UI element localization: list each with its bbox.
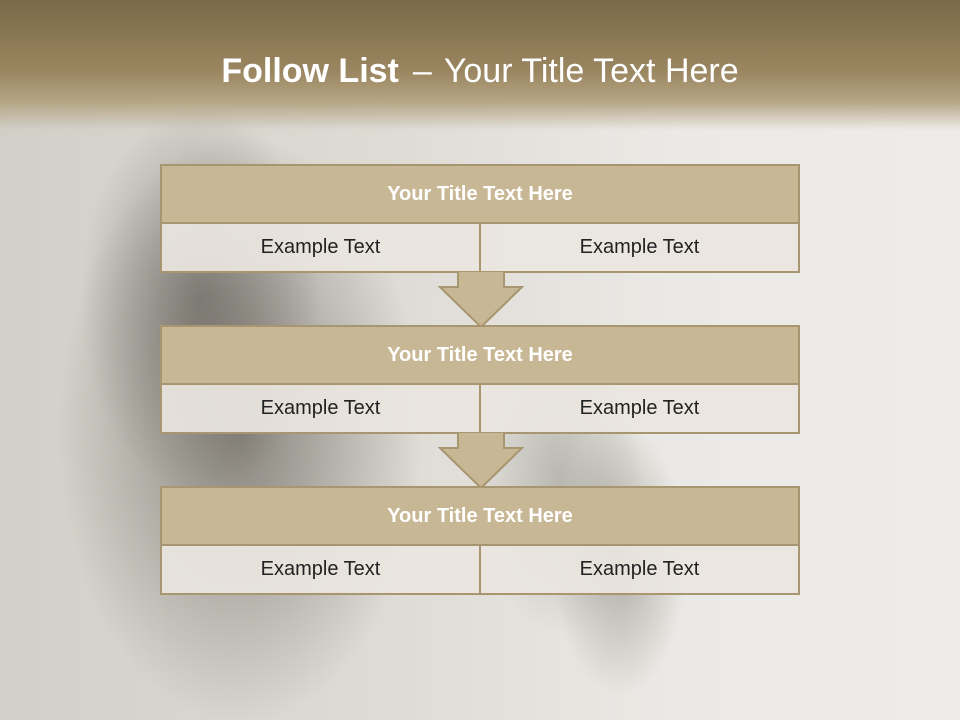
slide-title-rest: Your Title Text Here xyxy=(443,52,739,90)
block-row: Example Text Example Text xyxy=(162,224,798,271)
block-title: Your Title Text Here xyxy=(162,327,798,385)
list-block-3: Your Title Text Here Example Text Exampl… xyxy=(160,486,800,595)
slide-title: Follow List–Your Title Text Here xyxy=(0,52,960,91)
header-band xyxy=(0,0,960,130)
list-block-1: Your Title Text Here Example Text Exampl… xyxy=(160,164,800,273)
block-cell-right: Example Text xyxy=(479,385,798,432)
block-title: Your Title Text Here xyxy=(162,488,798,546)
block-title: Your Title Text Here xyxy=(162,166,798,224)
block-row: Example Text Example Text xyxy=(162,546,798,593)
block-cell-left: Example Text xyxy=(162,224,479,271)
block-row: Example Text Example Text xyxy=(162,385,798,432)
block-cell-left: Example Text xyxy=(162,546,479,593)
slide-title-bold: Follow List xyxy=(221,52,399,90)
list-block-2: Your Title Text Here Example Text Exampl… xyxy=(160,325,800,434)
slide-title-dash: – xyxy=(412,52,432,90)
block-cell-left: Example Text xyxy=(162,385,479,432)
down-arrow-icon xyxy=(438,432,524,490)
block-cell-right: Example Text xyxy=(479,224,798,271)
block-cell-right: Example Text xyxy=(479,546,798,593)
down-arrow-icon xyxy=(438,271,524,329)
